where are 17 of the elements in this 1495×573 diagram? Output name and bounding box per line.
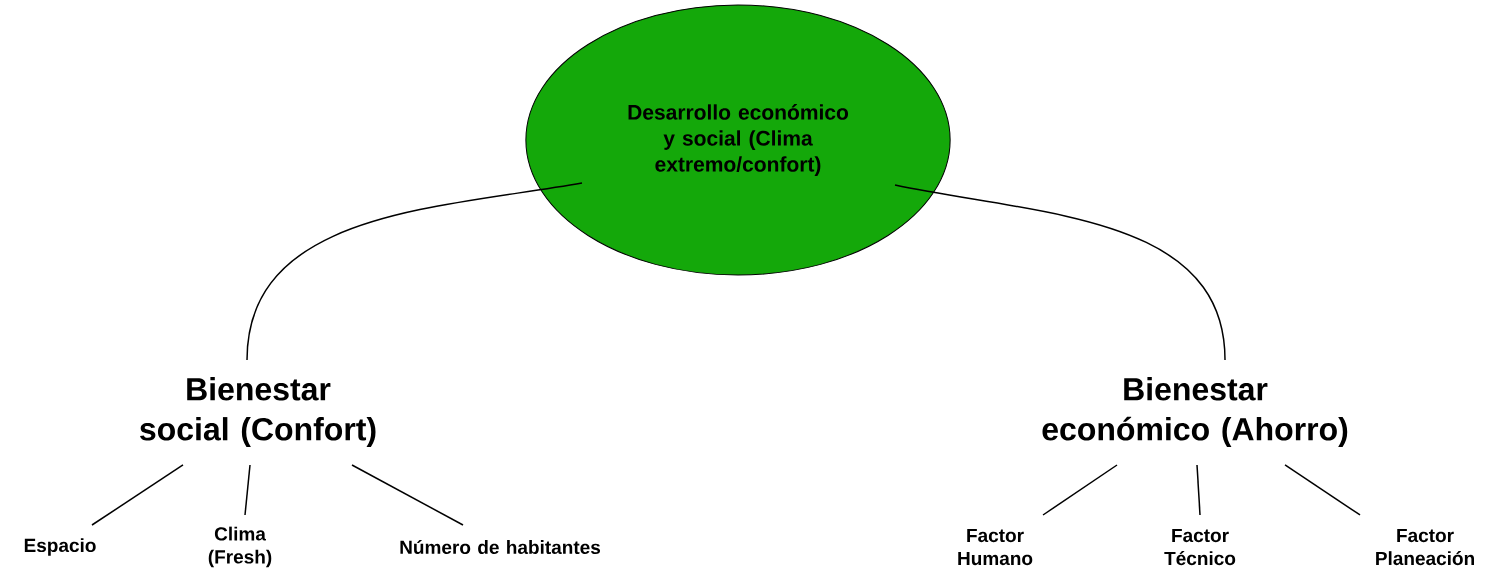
connector-line [246,182,583,361]
item-text: Número de habitantes [400,539,601,555]
item-text: Espacio [24,538,96,556]
connector-line [244,464,251,516]
connector-line [894,184,1226,361]
item-text: Factor Planeación [1376,528,1474,566]
connector-line [351,464,464,526]
item-text: Factor Técnico [1164,528,1236,566]
connector-line [1196,464,1201,516]
connector-line [1284,464,1361,516]
item-text: Clima (Fresh) [208,526,272,568]
heading-text: Bienestar económico (Ahorro) [1042,377,1348,447]
item-text: Factor Humano [958,528,1033,566]
circle-node: Desarrollo económico y social (Clima extremo/confort) [525,4,951,276]
heading-text: Bienestar social (Confort) [140,377,376,447]
connector-line [91,464,184,526]
connector-line [1042,464,1118,516]
